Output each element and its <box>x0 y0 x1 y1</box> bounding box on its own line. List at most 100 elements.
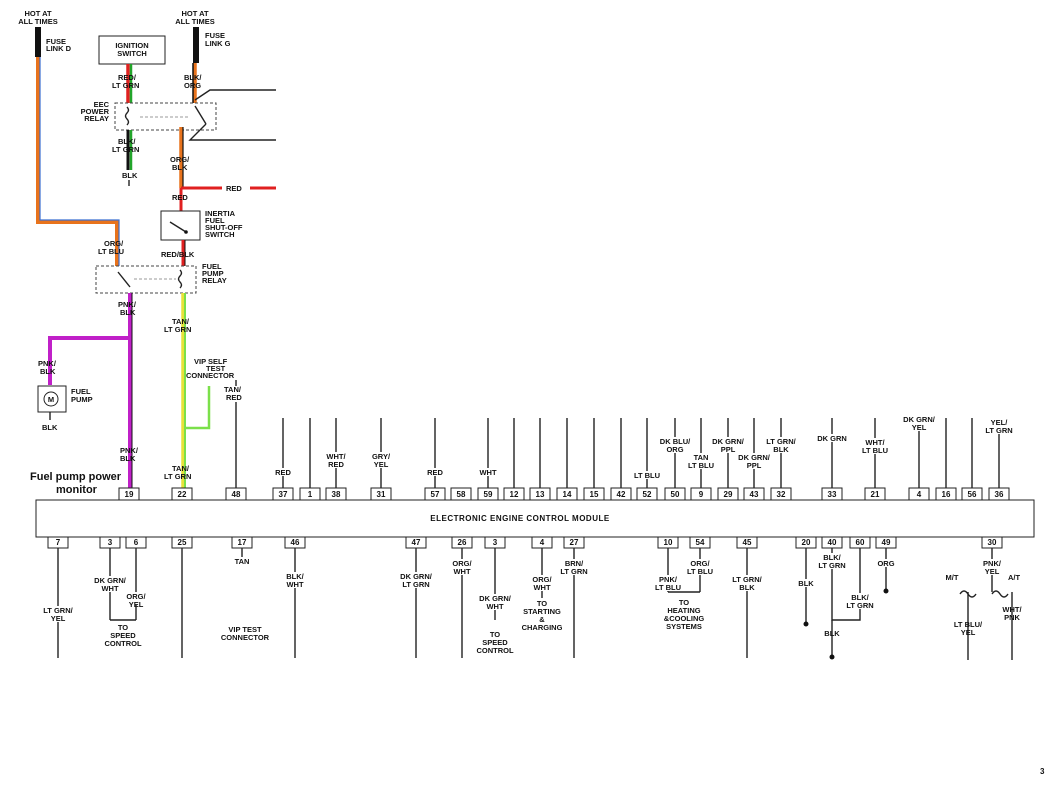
fuel-pump-label-1: FUEL <box>71 387 91 396</box>
inertia-switch-box <box>160 210 201 241</box>
ecm-top-pin-number: 12 <box>510 490 519 499</box>
fp-relay-coil <box>177 269 183 289</box>
wire-label-bg <box>442 559 482 567</box>
relay-feed-line <box>194 89 276 101</box>
ecm-top-wire-label: RED <box>328 460 344 469</box>
ecm-top-pin-number: 37 <box>279 490 288 499</box>
ecm-top-pin-number: 48 <box>232 490 241 499</box>
ecm-top-wire-label: DK GRN/ <box>903 415 936 424</box>
ecm-top-wire-label: PPL <box>747 461 762 470</box>
tan-ltgrn-22-label-2: LT GRN <box>164 472 191 481</box>
at-wire-label-2: PNK <box>1004 613 1020 622</box>
inertia-switch-contact <box>169 221 187 233</box>
eec-relay-coil <box>124 106 130 126</box>
tan-ltgrn-22-label-1: TAN/ <box>172 464 190 473</box>
wire-label-bg <box>468 468 508 476</box>
wire-label-bg <box>734 461 774 469</box>
eec-relay-label-1: EEC <box>94 100 110 109</box>
wire-label-bg <box>38 606 78 614</box>
wire-label-bg <box>972 559 1012 567</box>
ecm-bottom-pin-number: 27 <box>570 538 579 547</box>
pnk-blk-19-label-2: BLK <box>120 454 136 463</box>
inertia-switch-terminal <box>184 230 188 234</box>
ground-common-label: BLK <box>824 629 840 638</box>
ecm-bottom-wire-label: TAN <box>235 557 250 566</box>
inertia-label-1: INERTIA <box>205 209 236 218</box>
ecm-bottom-wire-label: ORG/ <box>126 592 146 601</box>
ecm-bottom-pin-number: 46 <box>291 538 300 547</box>
inertia-label-3: SHUT-OFF <box>205 223 243 232</box>
ecm-top-pin-number: 36 <box>995 490 1004 499</box>
wire-label-bg <box>90 584 130 592</box>
wire-label-bg <box>475 594 515 602</box>
ecm-bottom-pin-number: 47 <box>412 538 421 547</box>
ecm-bottom-wire-label: LT GRN/ <box>732 575 762 584</box>
ecm-bottom-wire-label: DK GRN/ <box>94 576 127 585</box>
ecm-top-pin-number: 56 <box>968 490 977 499</box>
ecm-top-wire-label: PPL <box>721 445 736 454</box>
ignition-switch-label-2: SWITCH <box>117 49 147 58</box>
wire-label-bg <box>855 438 895 446</box>
ecm-bottom-pin-number: 7 <box>56 538 61 547</box>
ecm-top-pin-number: 32 <box>777 490 786 499</box>
speed-control-a-2: SPEED <box>110 631 136 640</box>
ecm-top-pin-22 <box>171 487 193 501</box>
ecm-bottom-wire-label: WHT <box>486 602 503 611</box>
vip-label-1: VIP SELF <box>194 357 228 366</box>
blk-org-label-1: BLK/ <box>184 73 202 82</box>
ecm-bottom-wire-label: LT GRN <box>818 561 845 570</box>
wire-label-bg <box>761 445 801 453</box>
vip-test-dest-2: CONNECTOR <box>221 633 270 642</box>
fuel-pump-box <box>37 385 67 413</box>
mt-at-symbol <box>959 590 1009 598</box>
hot-label-left-1: HOT AT <box>24 9 51 18</box>
ecm-top-wire-label: BLK <box>773 445 789 454</box>
inertia-label-2: FUEL <box>205 216 225 225</box>
eec-relay-label-2: POWER <box>81 107 110 116</box>
wire-label-bg <box>708 445 748 453</box>
wire-label-bg <box>522 575 562 583</box>
ecm-bottom-wire-label: LT GRN <box>560 567 587 576</box>
tan-ltgrn-relay-label-2: LT GRN <box>164 325 191 334</box>
ecm-bottom-wire-label: YEL <box>51 614 66 623</box>
wire-label-bg <box>727 575 767 583</box>
vip-test-dest-1: VIP TEST <box>228 625 262 634</box>
ecm-label: ELECTRONIC ENGINE CONTROL MODULE <box>430 514 610 523</box>
ecm-top-wire-label: GRY/ <box>372 452 391 461</box>
red-branch-label-bg <box>222 183 250 193</box>
wire-label-bg <box>116 600 156 608</box>
ecm-bottom-wire-label: DK GRN/ <box>400 572 433 581</box>
annotation-line-2: monitor <box>56 484 98 496</box>
fuse-link-d-label-2: LINK D <box>46 44 72 53</box>
ecm-bottom-pin-number: 3 <box>493 538 498 547</box>
wire-label-bg <box>708 437 748 445</box>
annotation-line-1: Fuel pump power <box>30 471 122 483</box>
mt-wire-label-2: YEL <box>961 628 976 637</box>
pnk-blk-pump-label-1: PNK/ <box>38 359 57 368</box>
pnk-blk-relay-label-2: BLK <box>120 308 136 317</box>
ecm-bottom-pin-number: 17 <box>238 538 247 547</box>
org-49-dot <box>883 588 889 594</box>
wire-label-bg <box>840 593 880 601</box>
tan-red-label-2: RED <box>226 393 242 402</box>
speed-control-b-3: CONTROL <box>476 646 513 655</box>
ecm-bottom-wire-label: ORG/ <box>452 559 472 568</box>
ecm-bottom-pin-number: 54 <box>696 538 705 547</box>
heating-dest-4: SYSTEMS <box>666 622 702 631</box>
ground-join-40-60 <box>831 604 861 621</box>
wire-label-bg <box>648 583 688 591</box>
ecm-top-pin-number: 33 <box>828 490 837 499</box>
red-label: RED <box>172 193 188 202</box>
ecm-top-pin-number: 21 <box>871 490 880 499</box>
wire-label-bg <box>899 415 939 423</box>
wire-label-bg <box>681 453 721 461</box>
wire-label-bg <box>899 423 939 431</box>
page-number: 3 <box>1040 767 1045 776</box>
wire-label-bg <box>812 553 852 561</box>
fuel-pump-motor-glyph: M <box>48 395 54 404</box>
ecm-top-pin-number: 31 <box>377 490 386 499</box>
ecm-bottom-pin-number: 4 <box>540 538 545 547</box>
wire-label-bg <box>727 583 767 591</box>
